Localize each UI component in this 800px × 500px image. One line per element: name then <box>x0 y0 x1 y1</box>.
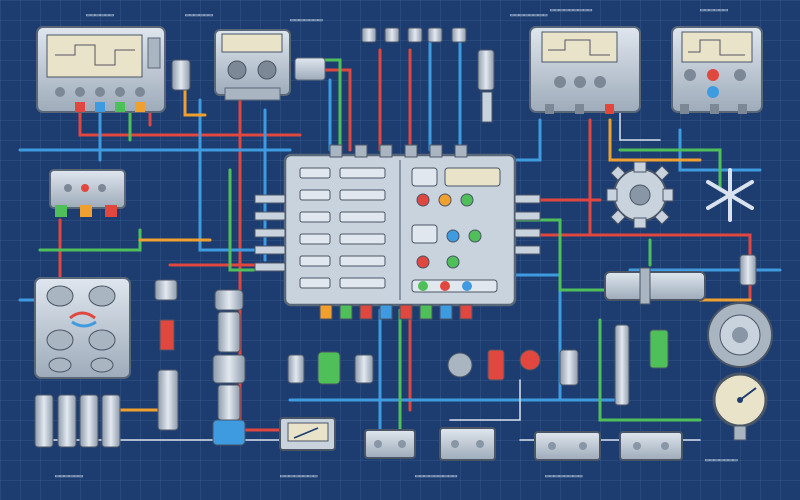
wire-red <box>78 108 302 137</box>
gear-icon <box>606 161 674 229</box>
meter-unit-top-left <box>36 26 166 113</box>
main-control-panel <box>254 144 541 320</box>
labels: ▭▭▭▭▭▭ ▭▭▭▭▭▭ ▭▭▭▭▭▭▭ ▭▭▭▭▭▭▭▭ ▭▭▭▭▭▭▭▭▭… <box>55 6 738 480</box>
wire-orange <box>183 88 207 117</box>
wire-green <box>38 228 142 252</box>
wire-blue <box>678 128 762 172</box>
cylinder-sensor <box>604 254 757 305</box>
label-bottom-c: ▭▭▭▭▭▭▭▭▭ <box>415 472 457 480</box>
meter-unit-top-right-a <box>529 26 641 114</box>
label-top-center-a: ▭▭▭▭▭▭▭ <box>290 16 323 24</box>
display-meter-icon <box>279 417 336 451</box>
wire-blue <box>513 118 542 162</box>
label-top-center-b: ▭▭▭▭▭▭▭▭ <box>510 11 548 19</box>
dial-gauge-icon <box>707 302 773 368</box>
connector-row-top <box>361 27 495 123</box>
snowflake-icon <box>706 168 754 222</box>
label-top-left-b: ▭▭▭▭▭▭ <box>185 11 213 19</box>
component-row-middle <box>287 324 669 406</box>
wire-layer <box>18 28 782 442</box>
label-bottom-e: ▭▭▭▭▭▭▭ <box>705 456 738 464</box>
label-bottom-a: ▭▭▭▭▭▭ <box>55 472 83 480</box>
switch-panel-left <box>49 169 126 217</box>
relay-blocks-bottom <box>364 427 683 461</box>
meter-unit-top-right-b <box>671 26 763 114</box>
connector-stack <box>154 279 246 446</box>
terminal-blocks-bottom <box>34 394 121 448</box>
wire-blue <box>198 98 287 252</box>
label-top-right-b: ▭▭▭▭▭▭ <box>700 6 728 14</box>
button-panel-left <box>34 277 131 379</box>
wire-green <box>618 148 722 192</box>
wire-orange <box>608 118 702 162</box>
label-bottom-d: ▭▭▭▭▭▭▭▭ <box>545 472 583 480</box>
wire-white <box>449 379 521 421</box>
wire-blue <box>513 273 622 402</box>
wire-red <box>298 68 352 152</box>
pressure-gauge-icon <box>712 372 768 441</box>
meter-unit-top-center <box>171 29 326 101</box>
label-top-left-a: ▭▭▭▭▭▭ <box>86 11 114 19</box>
wire-green <box>598 318 702 422</box>
label-top-right-a: ▭▭▭▭▭▭▭▭▭ <box>550 6 592 14</box>
label-bottom-b: ▭▭▭▭▭▭▭▭ <box>280 472 318 480</box>
